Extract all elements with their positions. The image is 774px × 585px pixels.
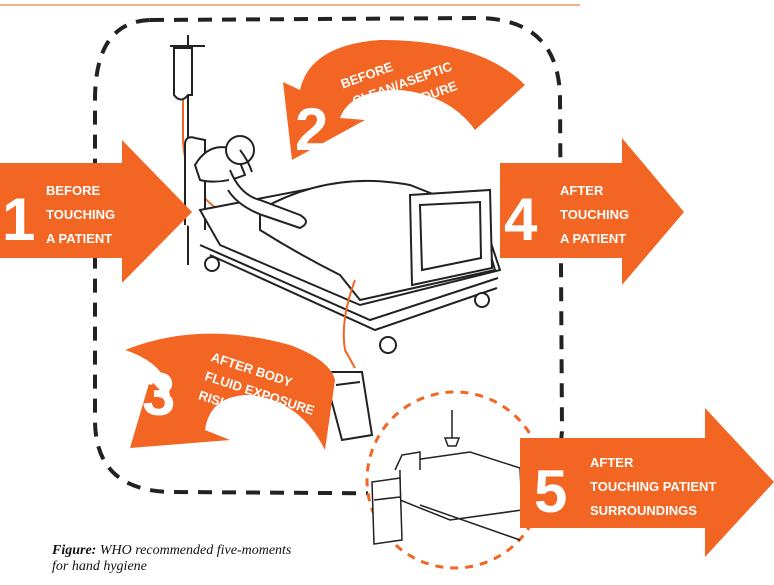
surroundings-illustration	[371, 410, 523, 545]
moment-1-label-line1: BEFORE	[46, 183, 101, 198]
moment-1-label-line3: A PATIENT	[46, 231, 112, 246]
moment-5-label-line2: TOUCHING PATIENT	[590, 479, 716, 494]
moment-5-arrow: 5 AFTER TOUCHING PATIENT SURROUNDINGS	[520, 408, 774, 557]
moment-5-label-line1: AFTER	[590, 455, 634, 470]
moment-4-arrow-shape	[500, 138, 684, 285]
moment-4-label-line1: AFTER	[560, 183, 604, 198]
caption-label: Figure:	[52, 543, 97, 558]
moment-5-arrow-shape	[520, 408, 774, 557]
moment-3-arrow: 3 AFTER BODY FLUID EXPOSURE RISK	[125, 333, 335, 450]
moment-2-arrow-shape	[283, 40, 525, 160]
moment-1-arrow-shape	[0, 140, 192, 283]
moment-5-number: 5	[534, 458, 567, 525]
caption-text-line2: for hand hygiene	[52, 559, 147, 574]
hospital-bed-illustration	[184, 135, 502, 354]
figure-caption: Figure: WHO recommended five-moments for…	[52, 543, 372, 575]
patient-zone-boundary	[93, 15, 565, 497]
moment-3-number: 3	[142, 361, 175, 428]
moment-1-number: 1	[2, 186, 35, 253]
moment-2-arrow: 2 BEFORE CLEAN/ASEPTIC PROCEDURE	[283, 40, 525, 163]
moment-4-label-line3: A PATIENT	[560, 231, 626, 246]
moment-4-number: 4	[504, 186, 538, 253]
moment-2-number: 2	[295, 96, 328, 163]
moment-4-label-line2: TOUCHING	[560, 207, 629, 222]
moment-4-arrow: 4 AFTER TOUCHING A PATIENT	[500, 138, 684, 285]
caption-text: WHO recommended five-moments	[96, 543, 292, 558]
moment-5-label-line3: SURROUNDINGS	[590, 503, 697, 518]
moment-1-arrow: 1 BEFORE TOUCHING A PATIENT	[0, 140, 192, 283]
moment-3-arrow-shape	[125, 333, 335, 450]
moment-1-label-line2: TOUCHING	[46, 207, 115, 222]
